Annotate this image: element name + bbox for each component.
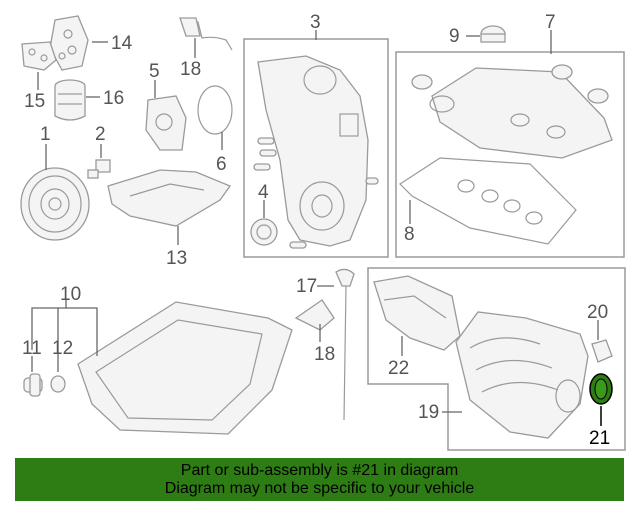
callout-16: 16 [103, 88, 124, 109]
callout-12: 12 [52, 338, 73, 359]
callout-11: 11 [22, 338, 42, 359]
oil-pump-part [145, 95, 187, 151]
callout-7: 7 [545, 12, 556, 33]
oil-filter-bracket-part [49, 15, 89, 71]
crank-pulley-part [20, 167, 90, 241]
dowel-pins-part [253, 137, 379, 249]
callout-10: 10 [60, 284, 81, 305]
highlighted-gasket-21-part [589, 373, 613, 405]
oil-cap-part [480, 25, 506, 43]
parts-diagram: 14 18 15 16 5 1 2 6 13 3 4 9 7 8 10 11 1… [20, 12, 626, 451]
oil-baffle-part [107, 169, 232, 227]
callout-3: 3 [310, 12, 321, 33]
callout-13: 13 [166, 248, 187, 269]
drain-washer-part [50, 375, 66, 393]
throttle-gasket-part [591, 339, 613, 363]
banner-line-1: Part or sub-assembly is #21 in diagram [180, 462, 459, 479]
gasket-15-part [21, 41, 57, 71]
dipstick-part [335, 268, 355, 421]
callout-20: 20 [587, 302, 608, 323]
callout-9: 9 [449, 26, 460, 47]
pulley-bolt-part [87, 159, 111, 179]
callout-18-lower: 18 [314, 344, 335, 365]
valve-cover-frame [395, 51, 625, 258]
drain-plug-part [23, 373, 43, 397]
callout-21: 21 [589, 428, 610, 449]
banner-line-2: Diagram may not be specific to your vehi… [164, 480, 475, 497]
callout-14: 14 [111, 33, 133, 54]
timing-cover-part [257, 55, 369, 247]
callout-1: 1 [40, 124, 51, 145]
intake-manifold-part [455, 311, 589, 439]
heat-shield-part [373, 275, 461, 351]
callout-15: 15 [24, 91, 45, 112]
callout-5: 5 [149, 61, 160, 82]
callout-19: 19 [418, 402, 439, 423]
intake-manifold-frame [367, 267, 626, 451]
info-banner: Part or sub-assembly is #21 in diagram D… [15, 458, 624, 501]
callout-22: 22 [388, 358, 409, 379]
leader-lines [31, 30, 602, 426]
callout-6: 6 [216, 154, 227, 175]
front-seal-part [250, 218, 278, 246]
o-ring-part [197, 85, 233, 135]
dipstick-tube-lower-part [294, 299, 335, 331]
callout-4: 4 [258, 182, 269, 203]
oil-pan-part [77, 301, 293, 435]
callout-2: 2 [95, 124, 106, 145]
valve-cover-part [411, 64, 613, 159]
valve-cover-gasket-part [399, 157, 577, 245]
callout-8: 8 [404, 224, 415, 245]
dipstick-tube-top-part [179, 17, 233, 51]
oil-filter-part [54, 79, 86, 121]
callout-18-top: 18 [180, 59, 201, 80]
callout-17: 17 [296, 276, 317, 297]
